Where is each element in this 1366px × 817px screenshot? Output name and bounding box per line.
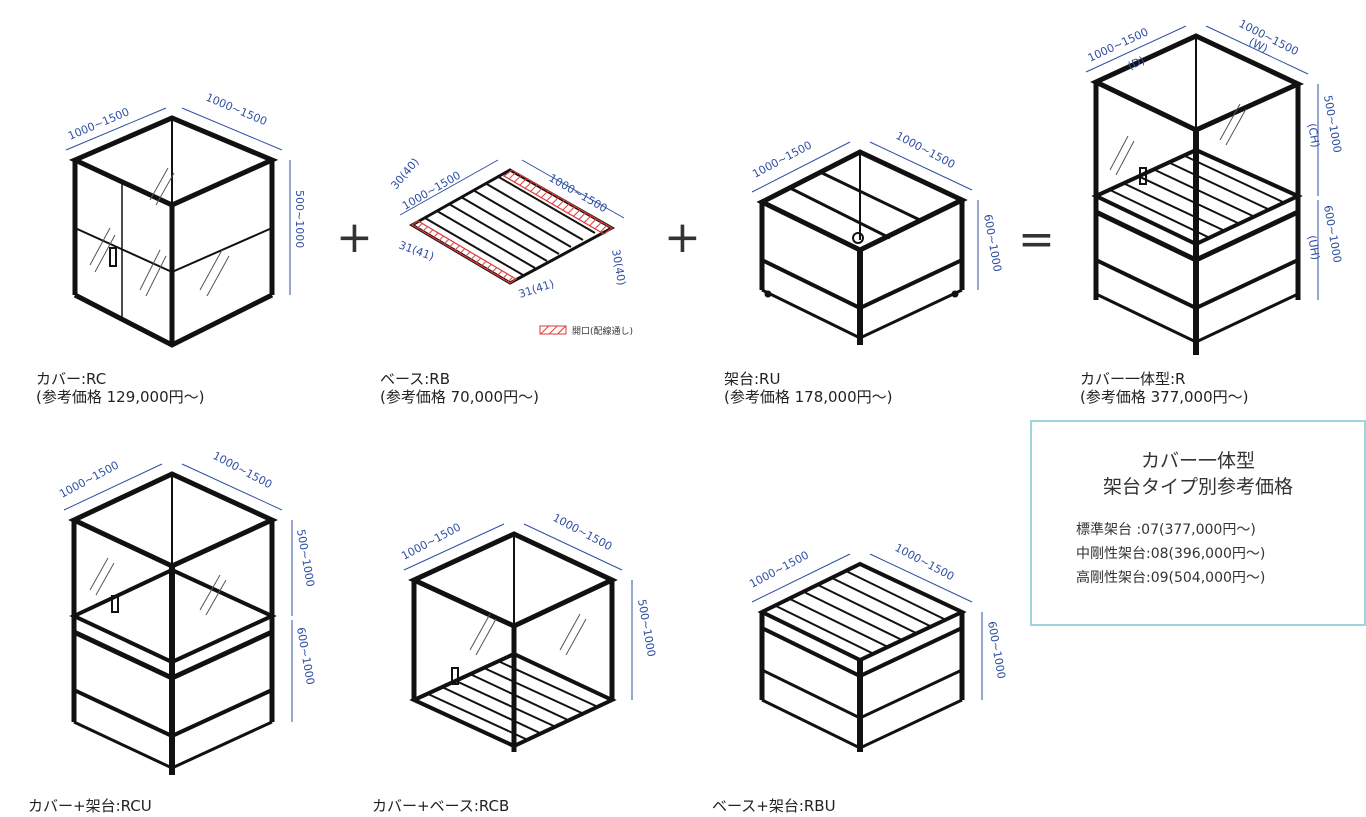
price-row-high-rigidity: 高剛性架台:09(504,000円〜) xyxy=(1076,570,1266,586)
dim-width: 1000~1500 xyxy=(893,541,957,583)
caption-price: (参考価格 178,000円〜) xyxy=(724,388,893,406)
svg-text:開口(配線通し): 開口(配線通し) xyxy=(572,325,633,337)
caption-base-rb: ベース:RB (参考価格 70,000円〜) xyxy=(380,370,539,406)
caption-stand-ru: 架台:RU (参考価格 178,000円〜) xyxy=(724,370,893,406)
equals-sign: = xyxy=(1018,214,1055,265)
cover-stand-rcu-dimensions: 1000~1500 1000~1500 500~1000 600~1000 xyxy=(57,449,317,722)
integrated-r-drawing xyxy=(1090,33,1304,355)
dim-depth: 1000~1500 xyxy=(66,105,131,142)
dim-depth: 1000~1500 xyxy=(747,549,811,591)
caption-name: 架台:RU xyxy=(724,370,781,388)
dim-uh-label: (UH) xyxy=(1305,234,1322,261)
dim-cover-height: 500~1000 xyxy=(294,528,317,588)
caption-name: ベース:RB xyxy=(380,370,451,388)
caption-integrated-r: カバー一体型:R (参考価格 377,000円〜) xyxy=(1080,370,1249,406)
dim-width: 1000~1500 xyxy=(1237,17,1301,58)
dim-stand-height: 600~1000 xyxy=(985,620,1008,680)
dim-frame-a-left: 30(40) xyxy=(388,156,421,192)
dim-depth: 1000~1500 xyxy=(750,139,814,181)
cover-base-rcb-drawing xyxy=(408,531,618,752)
dim-width: 1000~1500 xyxy=(204,91,269,128)
dim-depth: 1000~1500 xyxy=(399,521,463,563)
price-row-medium-rigidity: 中剛性架台:08(396,000円〜) xyxy=(1076,546,1266,562)
caption-name: カバー一体型:R xyxy=(1080,370,1186,388)
caption-price: (参考価格 377,000円〜) xyxy=(1080,388,1249,406)
legend-opening: 開口(配線通し) xyxy=(539,325,633,337)
caption-cover-stand-rcu: カバー+架台:RCU xyxy=(28,797,152,815)
dim-frame-b-left: 31(41) xyxy=(397,239,436,264)
dim-cover-height: 500~1000 xyxy=(1321,94,1344,154)
base-stand-rbu-drawing xyxy=(757,561,967,752)
price-row-standard: 標準架台 :07(377,000円〜) xyxy=(1076,522,1256,538)
dim-stand-height: 600~1000 xyxy=(294,626,317,686)
caption-name: カバー:RC xyxy=(36,370,107,388)
plus-sign: + xyxy=(664,212,701,263)
panel-title-line1: カバー一体型 xyxy=(1140,450,1255,472)
dim-depth: 1000~1500 xyxy=(57,459,121,501)
cover-rc-drawing xyxy=(68,115,279,348)
caption-price: (参考価格 70,000円〜) xyxy=(380,388,539,406)
caption-cover-base-rcb: カバー+ベース:RCB xyxy=(372,797,510,815)
dim-frame-b-bottom: 31(41) xyxy=(517,277,556,301)
dim-cover-height: 500~1000 xyxy=(635,598,658,658)
stand-type-price-panel: カバー一体型 架台タイプ別参考価格 標準架台 :07(377,000円〜) 中剛… xyxy=(1030,420,1366,626)
stand-ru-drawing xyxy=(756,149,968,345)
dim-width: 1000~1500 xyxy=(894,129,958,171)
dim-width: 1000~1500 xyxy=(551,511,615,553)
caption-cover-rc: カバー:RC (参考価格 129,000円〜) xyxy=(36,370,205,406)
base-stand-rbu-dimensions: 1000~1500 1000~1500 600~1000 xyxy=(747,541,1008,700)
stand-ru-dimensions: 1000~1500 1000~1500 600~1000 xyxy=(750,129,1004,290)
dim-width: 1000~1500 xyxy=(211,449,275,491)
price-list: 標準架台 :07(377,000円〜) 中剛性架台:08(396,000円〜) … xyxy=(1076,518,1364,590)
panel-title: カバー一体型 架台タイプ別参考価格 xyxy=(1032,448,1364,500)
dim-stand-height: 600~1000 xyxy=(1321,204,1344,264)
dim-cover-height: 500~1000 xyxy=(293,190,306,248)
panel-title-line2: 架台タイプ別参考価格 xyxy=(1102,476,1293,498)
dim-stand-height: 600~1000 xyxy=(981,213,1004,273)
dim-frame-a-right: 30(40) xyxy=(609,248,628,286)
dim-ch-label: (CH) xyxy=(1305,122,1322,148)
caption-price: (参考価格 129,000円〜) xyxy=(36,388,205,406)
caption-base-stand-rbu: ベース+架台:RBU xyxy=(712,797,836,815)
plus-sign: + xyxy=(336,212,373,263)
cover-stand-rcu-drawing xyxy=(68,471,278,775)
base-rb-drawing xyxy=(408,168,616,285)
dim-depth-label: (D) xyxy=(1126,54,1147,73)
